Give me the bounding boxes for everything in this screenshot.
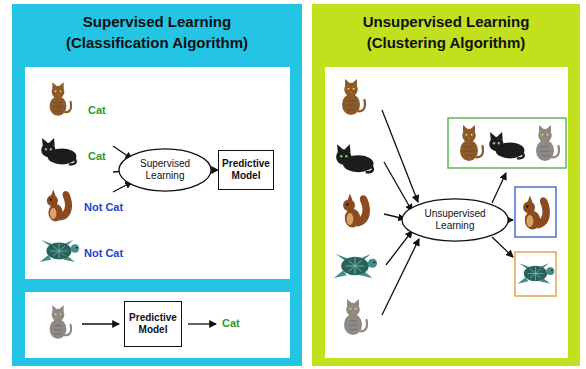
cluster-box <box>515 187 556 237</box>
process-ellipse: Unsupervised Learning <box>401 198 509 242</box>
process-label: Unsupervised Learning <box>419 208 491 232</box>
ellipse-outline <box>119 149 211 191</box>
cat-picture <box>336 144 373 172</box>
white-board <box>25 292 290 358</box>
panel-ground <box>12 4 302 366</box>
white-board <box>25 67 290 279</box>
turtle-picture <box>40 240 79 262</box>
cluster-box <box>448 118 566 168</box>
cat-picture <box>344 299 367 335</box>
cat-picture <box>536 125 559 161</box>
process-label: Supervised Learning <box>134 158 196 182</box>
turtle-picture <box>334 254 377 278</box>
cat-picture <box>489 132 524 158</box>
cat-picture <box>460 125 483 161</box>
process-ellipse: Supervised Learning <box>118 148 212 192</box>
cat-picture <box>342 79 365 115</box>
cat-picture <box>50 82 71 116</box>
panel-title: Unsupervised Learning (Clustering Algori… <box>338 11 554 53</box>
class-label: Cat <box>88 104 106 116</box>
ellipse-outline <box>402 199 508 241</box>
class-label: Cat <box>88 150 106 162</box>
white-board <box>325 67 568 358</box>
panel-title: Supervised Learning (Classification Algo… <box>41 11 273 53</box>
box-label: Predictive Model <box>222 158 270 183</box>
model-box: Predictive Model <box>124 301 182 347</box>
turtle-picture <box>518 263 555 283</box>
class-label: Not Cat <box>84 247 123 259</box>
panel-heading: Unsupervised Learning (Clustering Algori… <box>312 4 580 366</box>
box-label: Predictive Model <box>129 312 177 337</box>
squirrel-picture <box>523 195 550 229</box>
cluster-box <box>515 252 556 296</box>
cat-picture <box>41 138 76 164</box>
panel-ground <box>312 4 580 366</box>
squirrel-picture <box>343 193 370 227</box>
class-label: Not Cat <box>84 201 123 213</box>
class-label: Cat <box>222 317 240 329</box>
panel-heading: Supervised Learning (Classification Algo… <box>12 4 302 366</box>
model-box: Predictive Model <box>218 150 274 190</box>
cat-picture <box>50 305 71 339</box>
squirrel-picture <box>47 189 72 221</box>
